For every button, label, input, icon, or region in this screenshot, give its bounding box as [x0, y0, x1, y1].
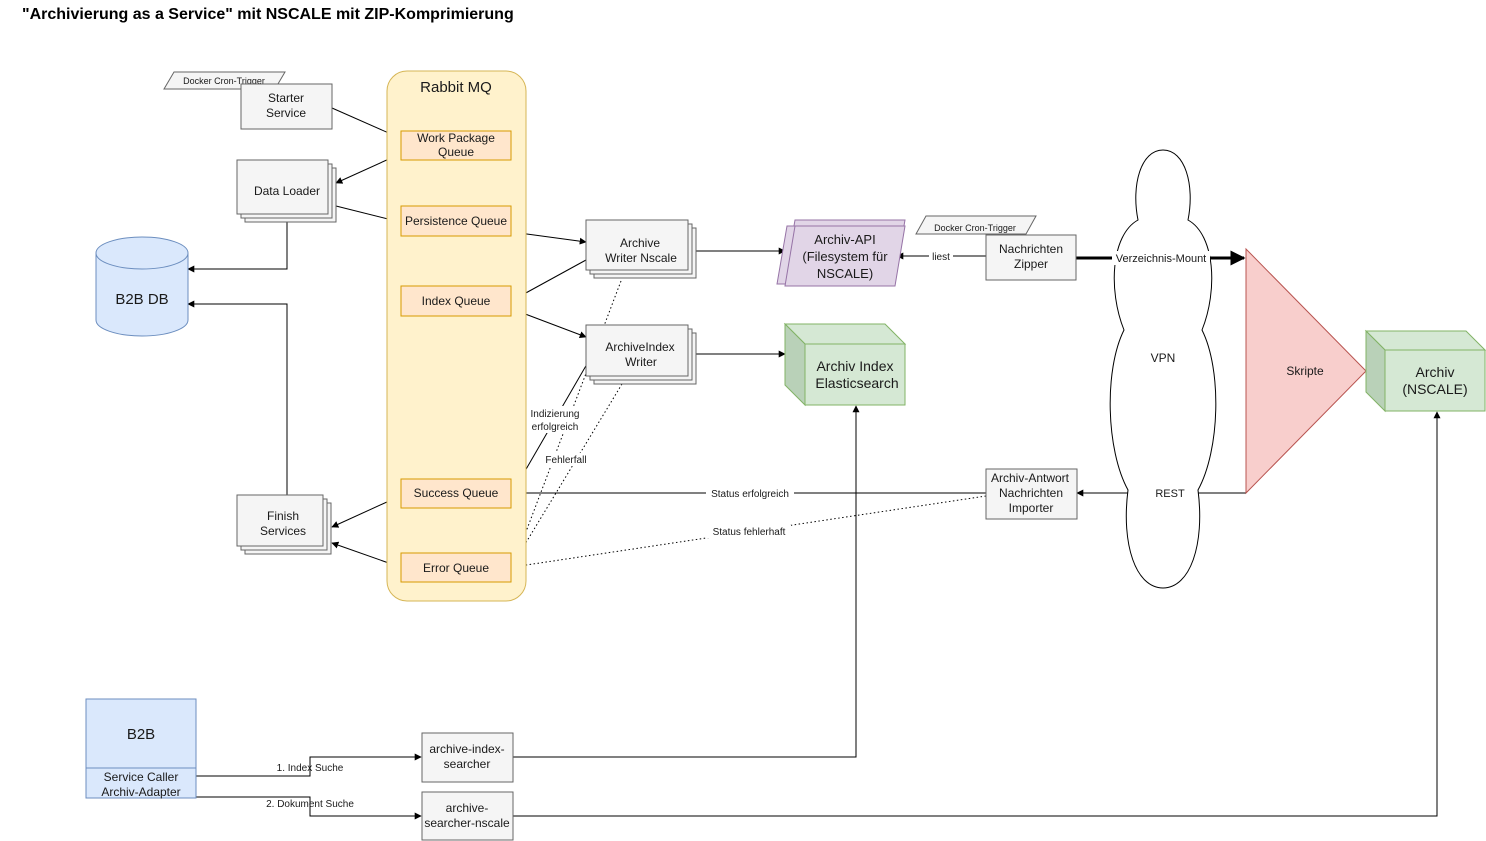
svg-text:archive-index-: archive-index- [429, 742, 504, 756]
svg-text:searcher-nscale: searcher-nscale [424, 816, 510, 830]
svg-text:NSCALE): NSCALE) [817, 266, 873, 281]
svg-text:ArchiveIndex: ArchiveIndex [605, 340, 674, 354]
archive-searcher-nscale[interactable]: archive- searcher-nscale [421, 791, 514, 841]
svg-text:archive-: archive- [446, 801, 489, 815]
label-verzeichnis-mount: Verzeichnis-Mount [1116, 253, 1207, 265]
index-queue[interactable]: Index Queue [400, 285, 512, 317]
rabbit-mq-label: Rabbit MQ [420, 79, 492, 96]
label-rest: REST [1155, 488, 1185, 500]
edge-dataloader-to-b2bdb [187, 222, 288, 273]
edge-adapter-to-searchernscale [196, 796, 422, 820]
label-liest: liest [932, 252, 950, 263]
svg-text:Docker Cron-Trigger: Docker Cron-Trigger [934, 223, 1016, 233]
svg-text:VPN: VPN [1151, 351, 1176, 365]
svg-text:B2B: B2B [127, 726, 155, 743]
label-fehlerfall: Fehlerfall [545, 455, 586, 466]
success-queue[interactable]: Success Queue [400, 478, 512, 509]
label-dokument-suche: 2. Dokument Suche [266, 799, 354, 810]
archiv-nscale[interactable]: Archiv (NSCALE) [1364, 329, 1486, 413]
svg-text:Archiv: Archiv [1416, 364, 1455, 380]
archive-index-writer[interactable]: ArchiveIndex Writer [585, 324, 697, 385]
svg-text:Persistence Queue: Persistence Queue [405, 214, 507, 228]
data-loader[interactable]: Data Loader [236, 159, 337, 223]
label-index-suche: 1. Index Suche [277, 763, 344, 774]
svg-text:Work Package: Work Package [417, 131, 495, 145]
svg-text:Service: Service [266, 106, 306, 120]
vpn-cloud: VPN [1109, 149, 1217, 589]
svg-text:Writer Nscale: Writer Nscale [605, 251, 677, 265]
archive-writer-nscale[interactable]: Archive Writer Nscale [585, 219, 697, 279]
error-queue[interactable]: Error Queue [400, 552, 512, 583]
label-status-fehlerhaft: Status fehlerhaft [713, 527, 786, 538]
docker-cron-trigger-2[interactable]: Docker Cron-Trigger [915, 215, 1037, 235]
nachrichten-zipper[interactable]: Nachrichten Zipper [985, 234, 1077, 281]
edge-adapter-to-indexsearcher [196, 753, 422, 777]
archive-index-searcher[interactable]: archive-index- searcher [421, 732, 514, 783]
label-indizierung-2: erfolgreich [532, 422, 579, 433]
svg-text:Skripte: Skripte [1286, 364, 1324, 378]
svg-text:Error Queue: Error Queue [423, 561, 489, 575]
archiv-index-elasticsearch[interactable]: Archiv Index Elasticsearch [783, 322, 907, 407]
svg-text:(NSCALE): (NSCALE) [1402, 381, 1467, 397]
svg-text:Index Queue: Index Queue [422, 294, 491, 308]
svg-text:Elasticsearch: Elasticsearch [815, 375, 898, 391]
starter-service[interactable]: Starter Service [240, 83, 333, 130]
svg-text:Nachrichten: Nachrichten [999, 486, 1063, 500]
svg-text:Archiv-Adapter: Archiv-Adapter [101, 785, 180, 799]
label-indizierung-1: Indizierung [531, 409, 580, 420]
svg-text:B2B DB: B2B DB [115, 291, 168, 308]
finish-services[interactable]: Finish Services [236, 494, 332, 555]
svg-text:Archive: Archive [620, 236, 660, 250]
edge-indexsearcher-to-archivindex [513, 405, 860, 758]
svg-text:Archiv-Antwort: Archiv-Antwort [991, 471, 1070, 485]
svg-text:(Filesystem für: (Filesystem für [802, 249, 888, 264]
svg-text:Starter: Starter [268, 91, 304, 105]
svg-text:Service Caller: Service Caller [104, 770, 179, 784]
svg-text:Docker Cron-Trigger: Docker Cron-Trigger [183, 76, 265, 86]
svg-text:Data Loader: Data Loader [254, 184, 320, 198]
edge-indexwriter-to-errorqueue [512, 383, 623, 565]
svg-text:Services: Services [260, 524, 306, 538]
page-title: "Archivierung as a Service" mit NSCALE m… [22, 6, 514, 23]
archiv-antwort-importer[interactable]: Archiv-Antwort Nachrichten Importer [985, 468, 1078, 520]
svg-text:Finish: Finish [267, 509, 299, 523]
rabbit-mq-container [386, 70, 527, 602]
edge-searchernscale-to-archiv [513, 411, 1441, 817]
svg-text:Archiv-API: Archiv-API [814, 232, 875, 247]
edge-labels: liest Verzeichnis-Mount REST Status erfo… [266, 250, 1210, 810]
edge-finish-to-b2bdb [187, 300, 288, 495]
svg-text:Writer: Writer [625, 355, 657, 369]
svg-text:Archiv Index: Archiv Index [816, 358, 893, 374]
svg-text:Nachrichten: Nachrichten [999, 242, 1063, 256]
label-status-erfolgreich: Status erfolgreich [711, 489, 789, 500]
persistence-queue[interactable]: Persistence Queue [400, 205, 512, 237]
svg-text:Zipper: Zipper [1014, 257, 1048, 271]
b2b-db[interactable]: B2B DB [95, 236, 189, 337]
svg-text:searcher: searcher [444, 757, 491, 771]
skripte[interactable]: Skripte [1245, 247, 1367, 495]
svg-text:Importer: Importer [1009, 501, 1054, 515]
svg-text:Success Queue: Success Queue [414, 486, 499, 500]
svg-text:Queue: Queue [438, 145, 474, 159]
work-package-queue[interactable]: Work Package Queue [400, 130, 512, 161]
archiv-api[interactable]: Archiv-API (Filesystem für NSCALE) [776, 219, 906, 287]
b2b-box[interactable]: B2B Service Caller Archiv-Adapter [85, 698, 197, 799]
